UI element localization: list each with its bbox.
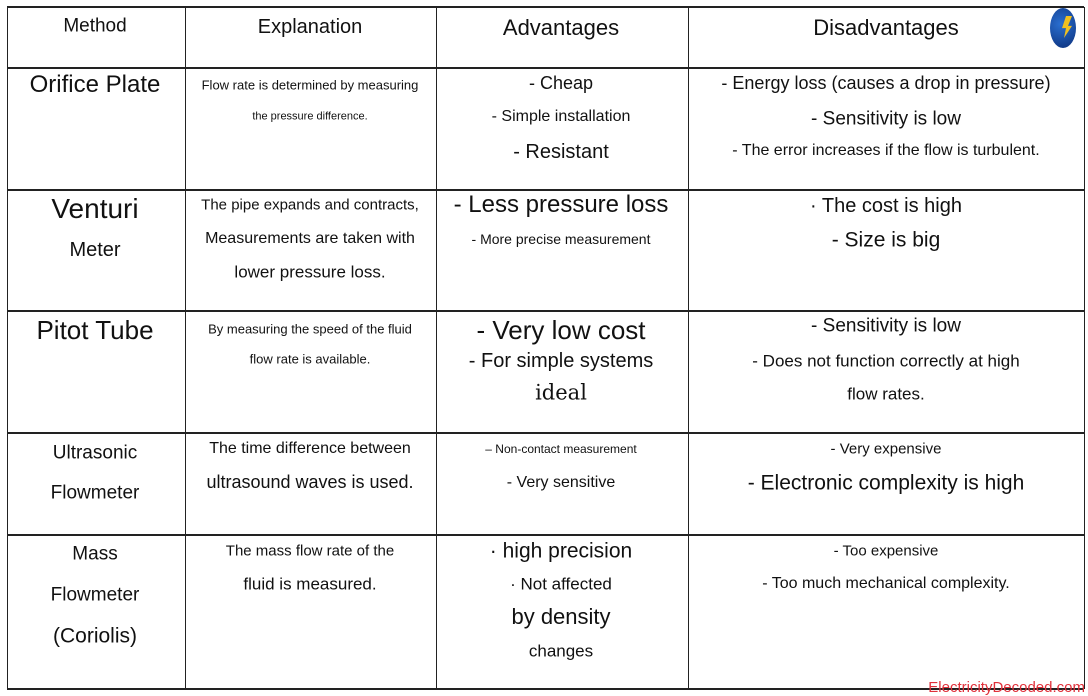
- row-divider: [7, 534, 1084, 536]
- row-divider: [7, 6, 1084, 8]
- disadvantages-cell-line: - The error increases if the flow is tur…: [732, 142, 1040, 159]
- disadvantages-cell-line: - Sensitivity is low: [811, 315, 961, 337]
- advantages-cell-line: · Not affected: [510, 574, 612, 594]
- method-cell-line: (Coriolis): [53, 624, 137, 648]
- disadvantages-cell-line: flow rates.: [847, 384, 925, 404]
- row-divider: [7, 67, 1084, 69]
- advantages-cell-line: by density: [511, 604, 611, 629]
- method-cell-line: Meter: [69, 239, 121, 261]
- row-divider: [7, 688, 1084, 690]
- disadvantages-cell-line: - Electronic complexity is high: [747, 471, 1025, 495]
- disadvantages-cell-line: - Too expensive: [833, 542, 939, 560]
- explanation-cell-line: ultrasound waves is used.: [206, 472, 414, 492]
- explanation-cell-line: Flow rate is determined by measuring: [201, 77, 419, 93]
- advantages-cell-line: - Cheap: [528, 73, 594, 93]
- row-divider: [7, 310, 1084, 312]
- column-divider: [185, 7, 186, 689]
- advantages-cell-line: changes: [528, 641, 594, 661]
- header-method: Method: [63, 15, 127, 37]
- explanation-cell-line: lower pressure loss.: [234, 262, 386, 282]
- header-advantages: Advantages: [502, 15, 620, 40]
- explanation-cell-line: the pressure difference.: [252, 110, 368, 123]
- explanation-cell-line: The mass flow rate of the: [225, 542, 395, 560]
- column-divider: [436, 7, 437, 689]
- method-cell-line: Flowmeter: [50, 584, 140, 606]
- advantages-cell-line: - More precise measurement: [471, 231, 651, 247]
- advantages-cell-line: - Resistant: [513, 141, 609, 163]
- advantages-cell-line: - Very low cost: [476, 315, 646, 345]
- explanation-cell-line: The pipe expands and contracts,: [201, 196, 419, 214]
- explanation-cell-line: flow rate is available.: [249, 351, 371, 367]
- advantages-cell-line: · high precision: [489, 539, 633, 563]
- method-cell-line: Ultrasonic: [52, 442, 138, 464]
- disadvantages-cell-line: - Too much mechanical complexity.: [762, 575, 1010, 592]
- disadvantages-cell-line: - Does not function correctly at high: [752, 351, 1020, 371]
- advantages-cell-line: - Very sensitive: [506, 474, 616, 491]
- explanation-cell-line: fluid is measured.: [243, 574, 377, 594]
- column-divider: [688, 7, 689, 689]
- advantages-cell-line: - Simple installation: [491, 108, 631, 125]
- column-divider: [7, 7, 8, 689]
- method-cell-line: Flowmeter: [50, 482, 140, 504]
- explanation-cell-line: Measurements are taken with: [205, 230, 415, 247]
- explanation-cell-line: By measuring the speed of the fluid: [208, 321, 412, 337]
- electricity-decoded-logo-icon: [1050, 8, 1076, 48]
- disadvantages-cell-line: - Energy loss (causes a drop in pressure…: [721, 73, 1051, 93]
- explanation-cell-line: The time difference between: [209, 440, 411, 457]
- column-divider: [1084, 7, 1085, 689]
- watermark: ElectricityDecoded.com: [928, 679, 1085, 696]
- disadvantages-cell-line: - Very expensive: [830, 440, 942, 458]
- disadvantages-cell-line: - Sensitivity is low: [811, 108, 961, 130]
- disadvantages-cell-line: - Size is big: [831, 228, 941, 252]
- disadvantages-cell-line: · The cost is high: [810, 195, 962, 217]
- method-cell-line: Orifice Plate: [29, 71, 161, 98]
- advantages-cell-line: - Less pressure loss: [453, 191, 669, 218]
- header-explanation: Explanation: [257, 16, 363, 38]
- row-divider: [7, 189, 1084, 191]
- row-divider: [7, 432, 1084, 434]
- advantages-cell-line: – Non-contact measurement: [485, 442, 637, 456]
- method-cell-line: Mass: [72, 543, 118, 565]
- advantages-cell-line: - For simple systems: [468, 350, 654, 372]
- method-cell-line: Venturi: [51, 193, 139, 224]
- advantages-cell-line: ideal: [535, 380, 587, 405]
- method-cell-line: Pitot Tube: [36, 315, 154, 345]
- header-disadvantages: Disadvantages: [813, 15, 959, 40]
